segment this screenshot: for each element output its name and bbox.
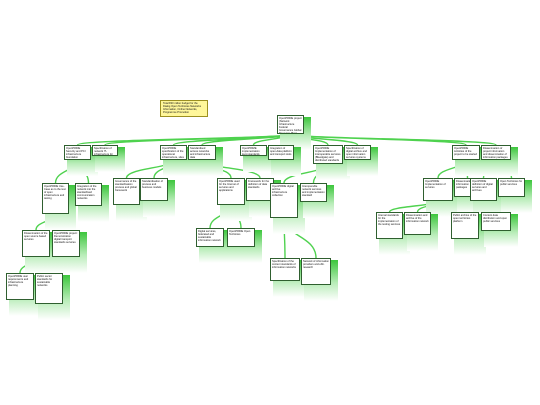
- topic-node-j1[interactable]: Internal standards for the implementatio…: [376, 212, 403, 239]
- topic-node-h1[interactable]: Digital services, federated and sustaina…: [196, 228, 224, 247]
- topic-label: OpenPRIDE definition of digital services…: [472, 180, 493, 192]
- topic-label: OpenPRIDE Implementation of interoperabl…: [315, 147, 341, 162]
- topic-label: OpenPRIDE Security and PCI infrastructur…: [66, 147, 86, 159]
- topic-node-i2[interactable]: Network of information providers and ebb…: [301, 258, 331, 285]
- topic-label: Public archive of the open territories p…: [453, 214, 477, 223]
- topic-node-n_eu_wide[interactable]: OpenPRIDE Implementation of interoperabl…: [313, 145, 343, 164]
- topic-node-e1[interactable]: OpenPRIDE Implementation of services: [423, 178, 453, 201]
- budget-note-text: Total €30 milion budget for the Dialog O…: [163, 102, 202, 115]
- topic-node-g1[interactable]: Dissemination of the open source based s…: [22, 230, 50, 257]
- topic-node-n_specification_digital[interactable]: Specification of digital archive and ope…: [344, 145, 371, 160]
- connector-root-n_consortium: [289, 133, 467, 146]
- topic-label: Dissemination of project information and…: [483, 147, 508, 159]
- topic-label: OpenPRIDE Use-Case as to the test of ope…: [44, 185, 66, 200]
- topic-label: Content data distribution and open publi…: [483, 214, 508, 223]
- topic-label: OpenPRIDE project (Network Infrastructur…: [279, 117, 302, 134]
- topic-node-f1[interactable]: Open Territories for public services: [498, 178, 525, 197]
- topic-node-n_openprime[interactable]: OpenPRIME implementation level-standards: [240, 145, 267, 156]
- topic-node-d2[interactable]: Interoperable network services and imple…: [300, 183, 327, 202]
- topic-label: Public sector standards for sustainable …: [37, 275, 53, 287]
- topic-node-k2[interactable]: Content data distribution and open publi…: [481, 212, 511, 231]
- topic-label: OpenPRIDE project: Demonstration digital…: [54, 232, 78, 244]
- topic-label: Standardised access networks and infrast…: [190, 147, 211, 159]
- topic-label: OpenPRIME implementation level-standards: [242, 147, 260, 156]
- topic-node-l2[interactable]: Public sector standards for sustainable …: [35, 273, 63, 304]
- topic-node-c2[interactable]: Framework for the definition of data sta…: [246, 178, 274, 201]
- topic-node-j2[interactable]: Dissemination and archive of the informa…: [404, 212, 431, 235]
- topic-label: Specification of the content standards o…: [272, 260, 296, 269]
- topic-node-c1[interactable]: OpenPRIDE used for the Internet of servi…: [217, 178, 245, 205]
- topic-label: Integration of the network into the stan…: [77, 185, 97, 200]
- topic-node-n_standardised[interactable]: Standardised access networks and infrast…: [188, 145, 216, 160]
- budget-note[interactable]: Total €30 milion budget for the Dialog O…: [160, 100, 208, 117]
- topic-node-n_dissemination[interactable]: Dissemination of project information and…: [481, 145, 511, 160]
- topic-node-h2[interactable]: OpenPRIDE Open Territories: [227, 228, 255, 247]
- topic-label: Integration of open-data platform and tr…: [270, 147, 292, 156]
- connector-root-n_spec_broadband: [104, 133, 292, 146]
- topic-label: Standardisation of process and business …: [142, 180, 163, 189]
- topic-node-n_open_access[interactable]: OpenPRIDE Security and PCI infrastructur…: [64, 145, 91, 160]
- topic-node-d1[interactable]: OpenPRIDE digital archive infrastructure…: [270, 183, 298, 218]
- topic-label: OpenPRIDE digital archive infrastructure…: [272, 185, 294, 197]
- topic-node-root[interactable]: OpenPRIDE project (Network Infrastructur…: [277, 115, 304, 134]
- topic-label: Specification of digital archive and ope…: [346, 147, 367, 159]
- topic-node-b2[interactable]: Standardisation of process and business …: [140, 178, 168, 201]
- topic-label: Governance of the standardisation proces…: [115, 180, 137, 192]
- topic-node-n_specification[interactable]: OpenPRIDE specification of the operation…: [160, 145, 187, 160]
- topic-node-e3[interactable]: OpenPRIDE definition of digital services…: [470, 178, 497, 201]
- topic-node-l1[interactable]: OpenPRIDE user requirements and infrastr…: [6, 273, 34, 300]
- topic-label: OpenPRIDE specification of the operation…: [162, 147, 184, 159]
- topic-node-n_spec_broadband[interactable]: Specification of network IT-infrastructu…: [92, 145, 118, 156]
- topic-node-g2[interactable]: OpenPRIDE project: Demonstration digital…: [52, 230, 80, 257]
- topic-node-a1[interactable]: OpenPRIDE Use-Case as to the test of ope…: [42, 183, 69, 214]
- topic-node-k1[interactable]: Public archive of the open territories p…: [451, 212, 479, 239]
- topic-node-n_integration[interactable]: Integration of open-data platform and tr…: [268, 145, 294, 160]
- topic-label: Open Territories for public services: [500, 180, 523, 186]
- topic-label: OpenPRIDE Open Territories: [229, 230, 251, 236]
- topic-node-i1[interactable]: Specification of the content standards o…: [270, 258, 300, 281]
- topic-label: OpenPRIDE Activities of the project to b…: [454, 147, 477, 156]
- topic-node-b1[interactable]: Governance of the standardisation proces…: [113, 178, 140, 205]
- topic-label: Dissemination of the open source based s…: [24, 232, 48, 241]
- topic-label: Framework for the definition of data sta…: [248, 180, 270, 189]
- topic-label: OpenPRIDE Implementation of services: [425, 180, 446, 189]
- topic-node-a2[interactable]: Integration of the network into the stan…: [75, 183, 102, 206]
- topic-label: Internal standards for the implementatio…: [378, 214, 401, 226]
- topic-label: Dissemination of information packages: [456, 180, 476, 189]
- topic-label: Dissemination and archive of the informa…: [406, 214, 429, 223]
- topic-label: Network of information providers and ebb…: [303, 260, 329, 269]
- topic-label: Specification of network IT-infrastructu…: [94, 147, 113, 156]
- topic-node-n_consortium[interactable]: OpenPRIDE Activities of the project to b…: [452, 145, 480, 160]
- topic-label: OpenPRIDE used for the Internet of servi…: [219, 180, 240, 192]
- topic-label: Digital services, federated and sustaina…: [198, 230, 221, 242]
- topic-label: Interoperable network services and imple…: [302, 185, 325, 197]
- topic-label: OpenPRIDE user requirements and infrastr…: [8, 275, 29, 287]
